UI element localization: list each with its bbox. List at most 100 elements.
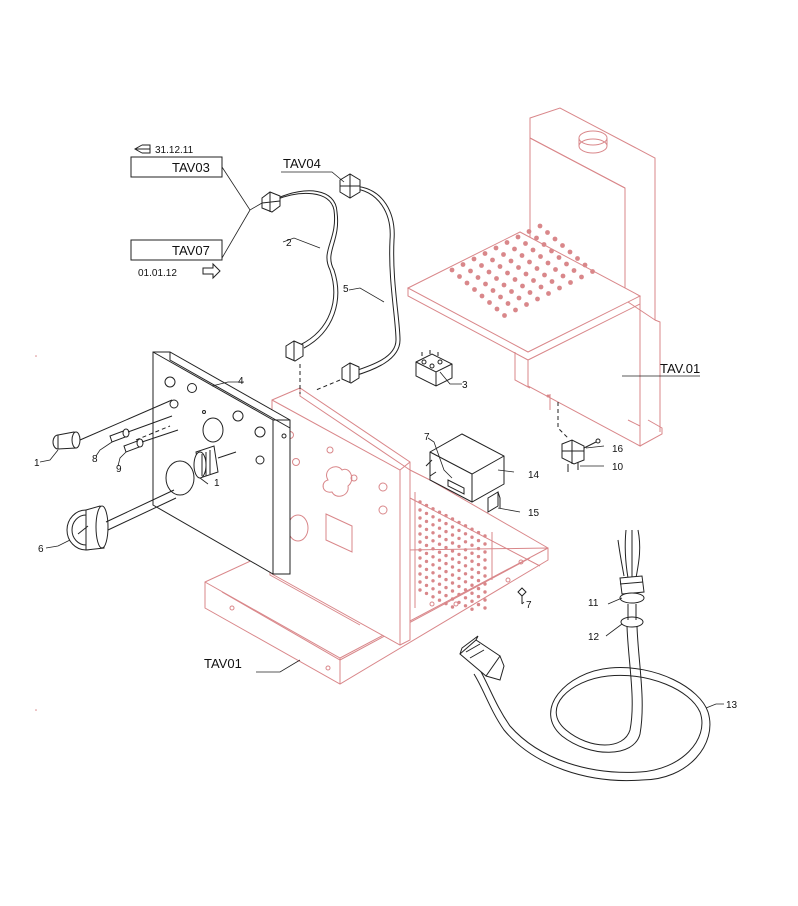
perforation-hole (546, 291, 551, 296)
perforation-hole (457, 560, 461, 565)
perforation-hole (424, 567, 429, 572)
perforation-hole (545, 260, 551, 266)
perforation-hole (450, 573, 455, 577)
perforation-hole (470, 535, 474, 539)
switch-assembly (561, 438, 601, 472)
perforation-hole (471, 256, 477, 262)
perforation-hole (450, 557, 455, 561)
perforation-hole (424, 543, 429, 548)
perforation-hole (537, 223, 543, 229)
perforation-hole (504, 240, 510, 245)
perforation-hole (531, 278, 536, 283)
perforation-hole (457, 568, 461, 573)
perforation-hole (476, 570, 481, 575)
perforation-hole (444, 569, 448, 574)
perforation-hole (470, 591, 474, 595)
perforation-hole (424, 575, 429, 580)
perforation-hole (450, 565, 455, 569)
perforation-hole (457, 544, 461, 549)
perforation-hole (418, 532, 422, 536)
perforation-hole (476, 578, 481, 583)
perforation-hole (450, 549, 455, 553)
perforation-hole (472, 287, 477, 292)
perforation-hole (516, 265, 521, 270)
perforation-hole (579, 274, 584, 280)
perforation-hole (560, 273, 566, 279)
leader-lines (39, 237, 724, 709)
perforation-hole (476, 530, 481, 535)
perforation-hole (476, 586, 481, 591)
perforation-hole (512, 246, 517, 252)
perforation-hole (463, 532, 468, 536)
perforation-hole (437, 582, 442, 586)
connector (341, 362, 360, 384)
perforation-hole (424, 519, 429, 524)
rivet (123, 429, 179, 453)
perforation-hole (437, 542, 442, 546)
perforation-hole (527, 259, 532, 265)
perforation-hole (463, 564, 468, 568)
perforation-hole (549, 279, 555, 284)
perforation-hole (418, 572, 422, 576)
revision-references: TAV03 TAV07 31.12.11 01.01.12 TAV04 (130, 144, 345, 280)
perforation-hole (483, 590, 487, 594)
perforation-hole (501, 282, 507, 288)
perforation-hole (437, 590, 442, 594)
perforation-hole (498, 294, 503, 300)
power-cord (459, 529, 711, 782)
perforation-hole (497, 264, 503, 269)
perforation-hole (418, 516, 422, 520)
screw (517, 587, 527, 604)
perforation-hole (418, 500, 422, 504)
perforation-hole (470, 567, 474, 571)
perforation-hole (437, 518, 442, 522)
perforation-hole (538, 254, 543, 259)
perforation-hole (549, 248, 554, 254)
perforation-hole (444, 545, 448, 550)
perforation-hole (457, 520, 461, 525)
perforation-hole (483, 534, 487, 538)
perforation-hole (571, 268, 577, 273)
perforation-hole (431, 587, 435, 591)
perforation-hole (470, 607, 474, 611)
pilot-lamp (52, 399, 173, 450)
perforation-hole (424, 591, 429, 596)
perforation-hole (505, 270, 510, 276)
perforation-hole (556, 255, 562, 260)
part-number: 11 (588, 598, 599, 609)
perforation-hole (437, 574, 442, 578)
perforation-hole (476, 562, 481, 567)
plug (459, 635, 505, 681)
perforation-hole (444, 521, 448, 526)
perforation-hole (564, 261, 569, 267)
part-number: 7 (424, 432, 430, 443)
connector (285, 340, 304, 362)
perforation-hole (535, 296, 540, 302)
perforation-hole (444, 601, 448, 606)
perforation-hole (494, 276, 499, 281)
perforation-hole (418, 508, 422, 512)
perforation-hole (483, 566, 487, 570)
perforation-hole (476, 538, 481, 543)
front-panel (152, 351, 291, 575)
part-number: 10 (612, 462, 624, 473)
perforation-hole (470, 583, 474, 587)
perforation-hole (449, 267, 455, 273)
perforation-hole (444, 513, 448, 518)
perforation-hole (553, 267, 558, 272)
perforation-hole (450, 533, 455, 537)
connector (339, 173, 361, 199)
perforation-hole (463, 524, 468, 528)
perforation-hole (490, 257, 495, 263)
perforation-hole (538, 284, 544, 290)
transformer (425, 433, 505, 503)
perforation-hole (424, 535, 429, 540)
perforation-hole (552, 236, 558, 242)
perforation-hole (418, 548, 422, 552)
tav07-label: TAV07 (172, 243, 210, 258)
perforation-hole (524, 302, 529, 307)
perforation-hole (450, 517, 455, 521)
perforation-hole (520, 283, 525, 289)
tav01-panel-label: TAV.01 (660, 361, 700, 376)
